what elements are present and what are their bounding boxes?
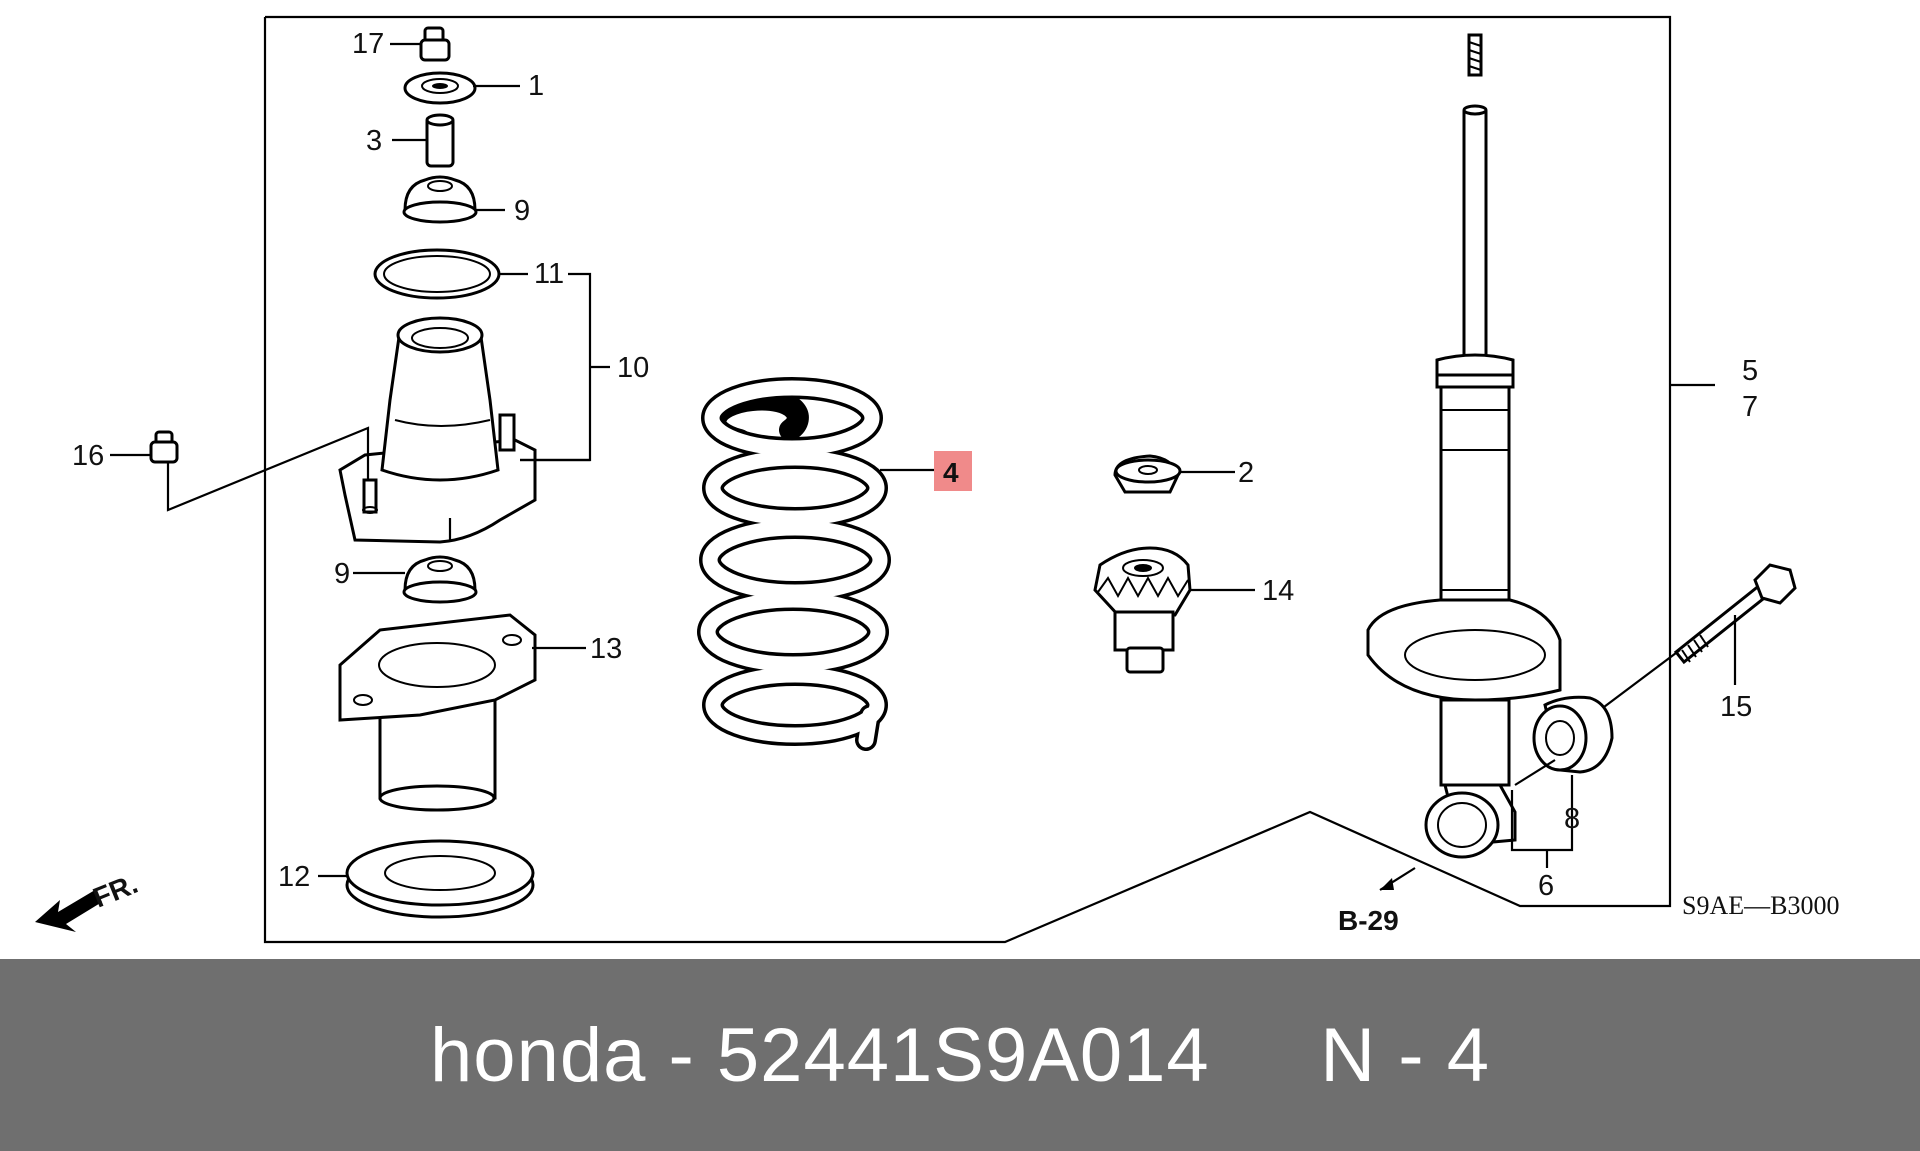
callout-7: 7 bbox=[1742, 391, 1758, 423]
front-direction-label: FR. bbox=[89, 868, 142, 914]
part-2-stopper-cap[interactable] bbox=[1113, 454, 1182, 494]
part-11-o-ring[interactable] bbox=[373, 248, 501, 300]
part-number-caption: honda - 52441S9A014 N - 4 bbox=[430, 1012, 1490, 1098]
part-9-bushing-upper[interactable] bbox=[402, 175, 478, 224]
callout-16: 16 bbox=[72, 440, 104, 472]
parts-diagram: 17 1 3 9 11 10 16 9 13 12 4 2 14 5 7 15 … bbox=[35, 15, 1840, 944]
diagram-frame bbox=[263, 15, 1672, 944]
callout-9-lower: 9 bbox=[334, 558, 350, 590]
part-8-bushing[interactable] bbox=[1532, 695, 1614, 774]
footer-bar: honda - 52441S9A014 N - 4 bbox=[0, 959, 1920, 1151]
part-14-bump-stop[interactable] bbox=[1093, 546, 1192, 674]
part-5-shock-absorber[interactable] bbox=[1366, 33, 1562, 859]
part-1-washer[interactable] bbox=[403, 71, 477, 105]
callout-8: 8 bbox=[1564, 803, 1580, 835]
callout-3: 3 bbox=[366, 125, 382, 157]
part-16-nut[interactable] bbox=[149, 430, 179, 464]
part-3-collar[interactable] bbox=[425, 113, 455, 168]
callout-2: 2 bbox=[1238, 457, 1254, 489]
callout-9-upper: 9 bbox=[514, 195, 530, 227]
front-direction-arrow-icon bbox=[35, 890, 102, 932]
part-13-lower-seat[interactable] bbox=[338, 613, 537, 812]
callout-6: 6 bbox=[1538, 870, 1554, 902]
callout-14: 14 bbox=[1262, 575, 1294, 607]
callout-1: 1 bbox=[528, 70, 544, 102]
callout-11: 11 bbox=[534, 258, 564, 290]
callout-13: 13 bbox=[590, 633, 622, 665]
callout-17: 17 bbox=[352, 28, 384, 60]
diagram-code: S9AE—B3000 bbox=[1682, 891, 1839, 920]
part-12-rubber-seat[interactable] bbox=[345, 839, 535, 919]
reference-b29[interactable]: B-29 bbox=[1338, 905, 1399, 936]
part-9-bushing-lower[interactable] bbox=[402, 555, 478, 604]
part-10-mount-base[interactable] bbox=[338, 316, 537, 544]
part-17-nut[interactable] bbox=[419, 26, 451, 62]
callout-15: 15 bbox=[1720, 691, 1752, 723]
callout-4: 4 bbox=[943, 457, 959, 488]
callout-5: 5 bbox=[1742, 355, 1758, 387]
callout-10: 10 bbox=[617, 352, 649, 384]
part-4-coil-spring[interactable] bbox=[697, 377, 891, 751]
callout-12: 12 bbox=[278, 861, 310, 893]
highlight-part-4 bbox=[934, 451, 972, 491]
part-15-bolt[interactable] bbox=[1673, 563, 1797, 665]
